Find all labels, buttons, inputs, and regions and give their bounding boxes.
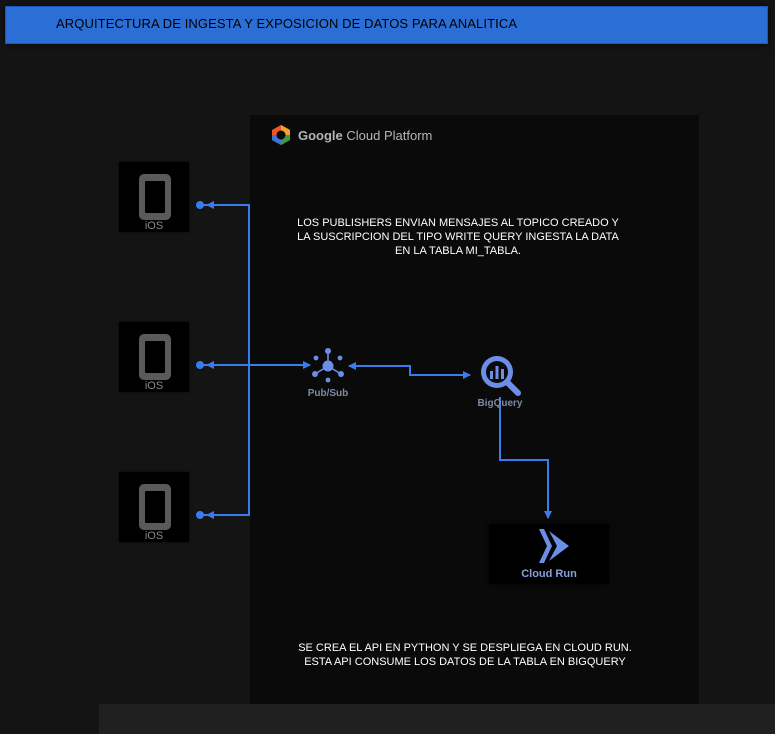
- connector-dot: [196, 201, 204, 209]
- ios-label: iOS: [144, 380, 164, 392]
- ios-device-2: iOS: [119, 322, 189, 392]
- gcp-brand: Google Cloud Platform: [298, 128, 432, 143]
- note-line: LA SUSCRIPCION DEL TIPO WRITE QUERY INGE…: [297, 231, 619, 243]
- arrow-head: [206, 511, 214, 519]
- title-bar: ARQUITECTURA DE INGESTA Y EXPOSICION DE …: [5, 6, 768, 44]
- pubsub-icon: [312, 348, 344, 383]
- line-bigquery-cloudrun: [499, 397, 552, 519]
- ios-label: iOS: [144, 220, 164, 232]
- gcp-header: Google Cloud Platform: [270, 124, 432, 146]
- cloudrun-icon: [539, 529, 569, 563]
- note-api: SE CREA EL API EN PYTHON Y SE DESPLIEGA …: [260, 641, 670, 669]
- line-pubsub-bigquery: [348, 362, 471, 379]
- gcp-brand-rest: Cloud Platform: [342, 127, 433, 143]
- phone-icon: [139, 484, 171, 530]
- phone-icon: [139, 334, 171, 380]
- arrow-head: [206, 201, 214, 209]
- bigquery-label: BigQuery: [477, 398, 523, 409]
- bigquery-icon: [481, 356, 521, 396]
- ios-device-1: iOS: [119, 162, 189, 232]
- note-line: EN LA TABLA MI_TABLA.: [395, 245, 521, 257]
- note-line: LOS PUBLISHERS ENVIAN MENSAJES AL TOPICO…: [297, 217, 619, 229]
- gcp-brand-bold: Google: [298, 127, 343, 143]
- bottom-bar: [99, 704, 775, 734]
- note-publishers: LOS PUBLISHERS ENVIAN MENSAJES AL TOPICO…: [268, 216, 648, 258]
- note-line: ESTA API CONSUME LOS DATOS DE LA TABLA E…: [304, 656, 626, 668]
- pubsub-label: Pub/Sub: [307, 388, 349, 399]
- diagram-title: ARQUITECTURA DE INGESTA Y EXPOSICION DE …: [56, 16, 518, 31]
- connector-dot: [196, 361, 204, 369]
- cloudrun-label: Cloud Run: [521, 568, 577, 580]
- cloudrun-node: Cloud Run: [489, 524, 609, 584]
- gcp-panel: Google Cloud Platform: [250, 115, 699, 734]
- line-ios3-pubsub: [200, 365, 250, 516]
- phone-icon: [139, 174, 171, 220]
- connector-dot: [196, 511, 204, 519]
- ios-label: iOS: [144, 530, 164, 542]
- gcp-logo-icon: [272, 125, 290, 145]
- note-line: SE CREA EL API EN PYTHON Y SE DESPLIEGA …: [298, 642, 632, 654]
- arrow-head: [206, 361, 214, 369]
- ios-device-3: iOS: [119, 472, 189, 542]
